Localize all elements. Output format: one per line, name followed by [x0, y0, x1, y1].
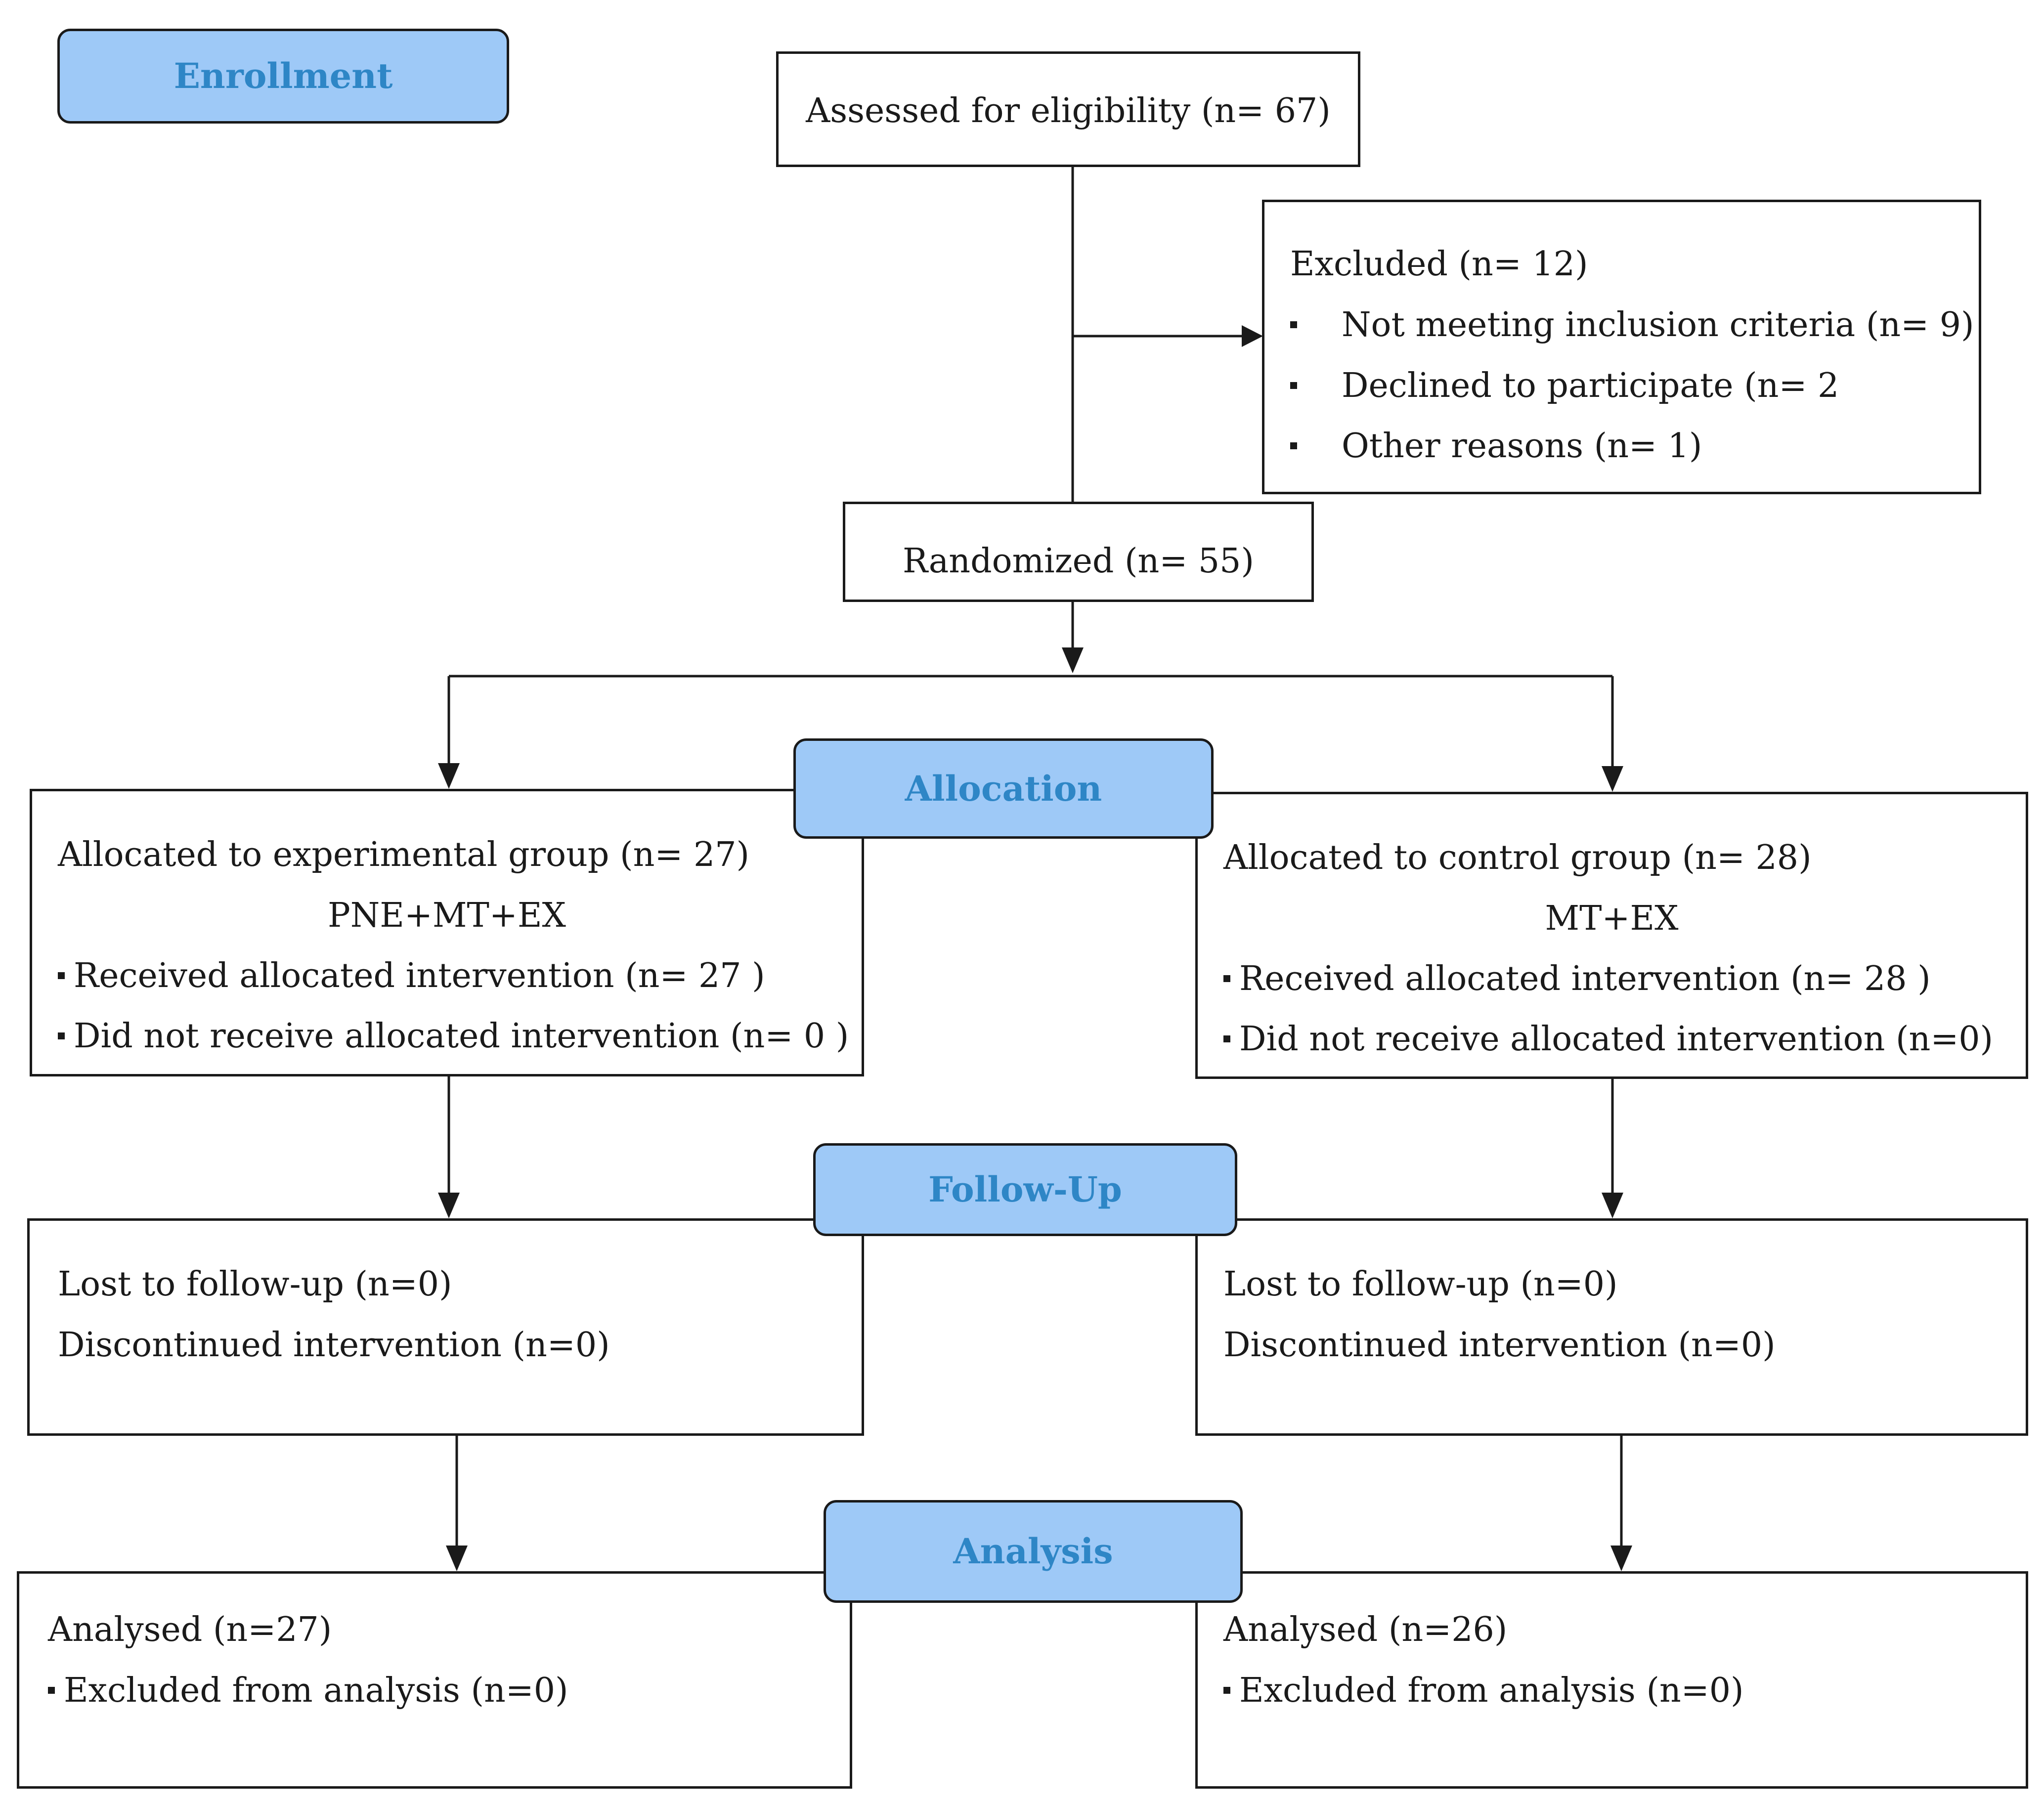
bullet-icon	[1290, 321, 1297, 328]
allocated-control-subtitle: MT+EX	[1545, 899, 1679, 938]
allocated-control-box: Allocated to control group (n= 28) MT+EX…	[1195, 792, 2028, 1079]
phase-label-follow-up: Follow-Up	[813, 1143, 1237, 1236]
arrowhead-experimental	[438, 763, 460, 789]
allocated-experimental-item: Received allocated intervention (n= 27 )	[58, 959, 765, 993]
arrowhead-control	[1602, 766, 1623, 792]
allocated-control-item: Did not receive allocated intervention (…	[1223, 1023, 1993, 1056]
assessed-box: Assessed for eligibility (n= 67)	[776, 51, 1360, 167]
arrowhead-split	[1062, 647, 1084, 673]
analysis-experimental-box: Analysed (n=27) Excluded from analysis (…	[17, 1571, 852, 1789]
analysis-control-box: Analysed (n=26) Excluded from analysis (…	[1195, 1571, 2028, 1789]
bullet-icon	[1223, 975, 1230, 982]
bullet-icon	[1290, 442, 1297, 449]
excluded-item: Not meeting inclusion criteria (n= 9)	[1290, 308, 1974, 342]
phase-label-analysis: Analysis	[824, 1500, 1243, 1603]
followup-experimental-line: Discontinued intervention (n=0)	[58, 1326, 610, 1365]
arrowhead-analysis-ctrl	[1610, 1546, 1632, 1571]
assessed-text: Assessed for eligibility (n= 67)	[806, 91, 1331, 130]
phase-label-text: Follow-Up	[928, 1169, 1122, 1210]
allocated-control-item: Received allocated intervention (n= 28 )	[1223, 962, 1931, 996]
allocated-experimental-item: Did not receive allocated intervention (…	[58, 1020, 849, 1053]
arrowhead-analysis-exp	[446, 1546, 468, 1571]
phase-label-text: Enrollment	[174, 55, 393, 96]
excluded-item: Declined to participate (n= 2	[1290, 369, 1839, 403]
randomized-text: Randomized (n= 55)	[903, 542, 1254, 581]
analysis-experimental-title: Analysed (n=27)	[48, 1610, 332, 1649]
followup-experimental-line: Lost to follow-up (n=0)	[58, 1265, 452, 1304]
excluded-title: Excluded (n= 12)	[1290, 245, 1588, 284]
allocated-experimental-box: Allocated to experimental group (n= 27) …	[30, 789, 864, 1076]
randomized-box: Randomized (n= 55)	[843, 502, 1314, 602]
excluded-box: Excluded (n= 12) Not meeting inclusion c…	[1262, 200, 1981, 494]
phase-label-enrollment: Enrollment	[57, 29, 509, 124]
arrowhead-followup-ctrl	[1602, 1193, 1623, 1218]
phase-label-allocation: Allocation	[793, 738, 1214, 839]
bullet-icon	[58, 1032, 65, 1039]
bullet-icon	[1223, 1686, 1230, 1694]
allocated-experimental-subtitle: PNE+MT+EX	[328, 896, 566, 935]
excluded-item: Other reasons (n= 1)	[1290, 430, 1702, 463]
analysis-control-title: Analysed (n=26)	[1223, 1610, 1508, 1649]
allocated-experimental-title: Allocated to experimental group (n= 27)	[58, 835, 750, 874]
phase-label-text: Analysis	[953, 1531, 1113, 1572]
bullet-icon	[58, 972, 65, 979]
allocated-control-title: Allocated to control group (n= 28)	[1223, 838, 1812, 877]
bullet-icon	[1223, 1035, 1230, 1042]
phase-label-text: Allocation	[905, 768, 1102, 809]
arrowhead-followup-exp	[438, 1193, 460, 1218]
arrowhead-excluded	[1242, 325, 1263, 347]
bullet-icon	[1290, 382, 1297, 389]
analysis-control-item: Excluded from analysis (n=0)	[1223, 1674, 1744, 1708]
followup-experimental-box: Lost to follow-up (n=0) Discontinued int…	[27, 1218, 864, 1436]
followup-control-line: Lost to follow-up (n=0)	[1223, 1265, 1618, 1304]
followup-control-box: Lost to follow-up (n=0) Discontinued int…	[1195, 1218, 2028, 1436]
bullet-icon	[48, 1686, 55, 1694]
followup-control-line: Discontinued intervention (n=0)	[1223, 1326, 1776, 1365]
analysis-experimental-item: Excluded from analysis (n=0)	[48, 1674, 568, 1708]
